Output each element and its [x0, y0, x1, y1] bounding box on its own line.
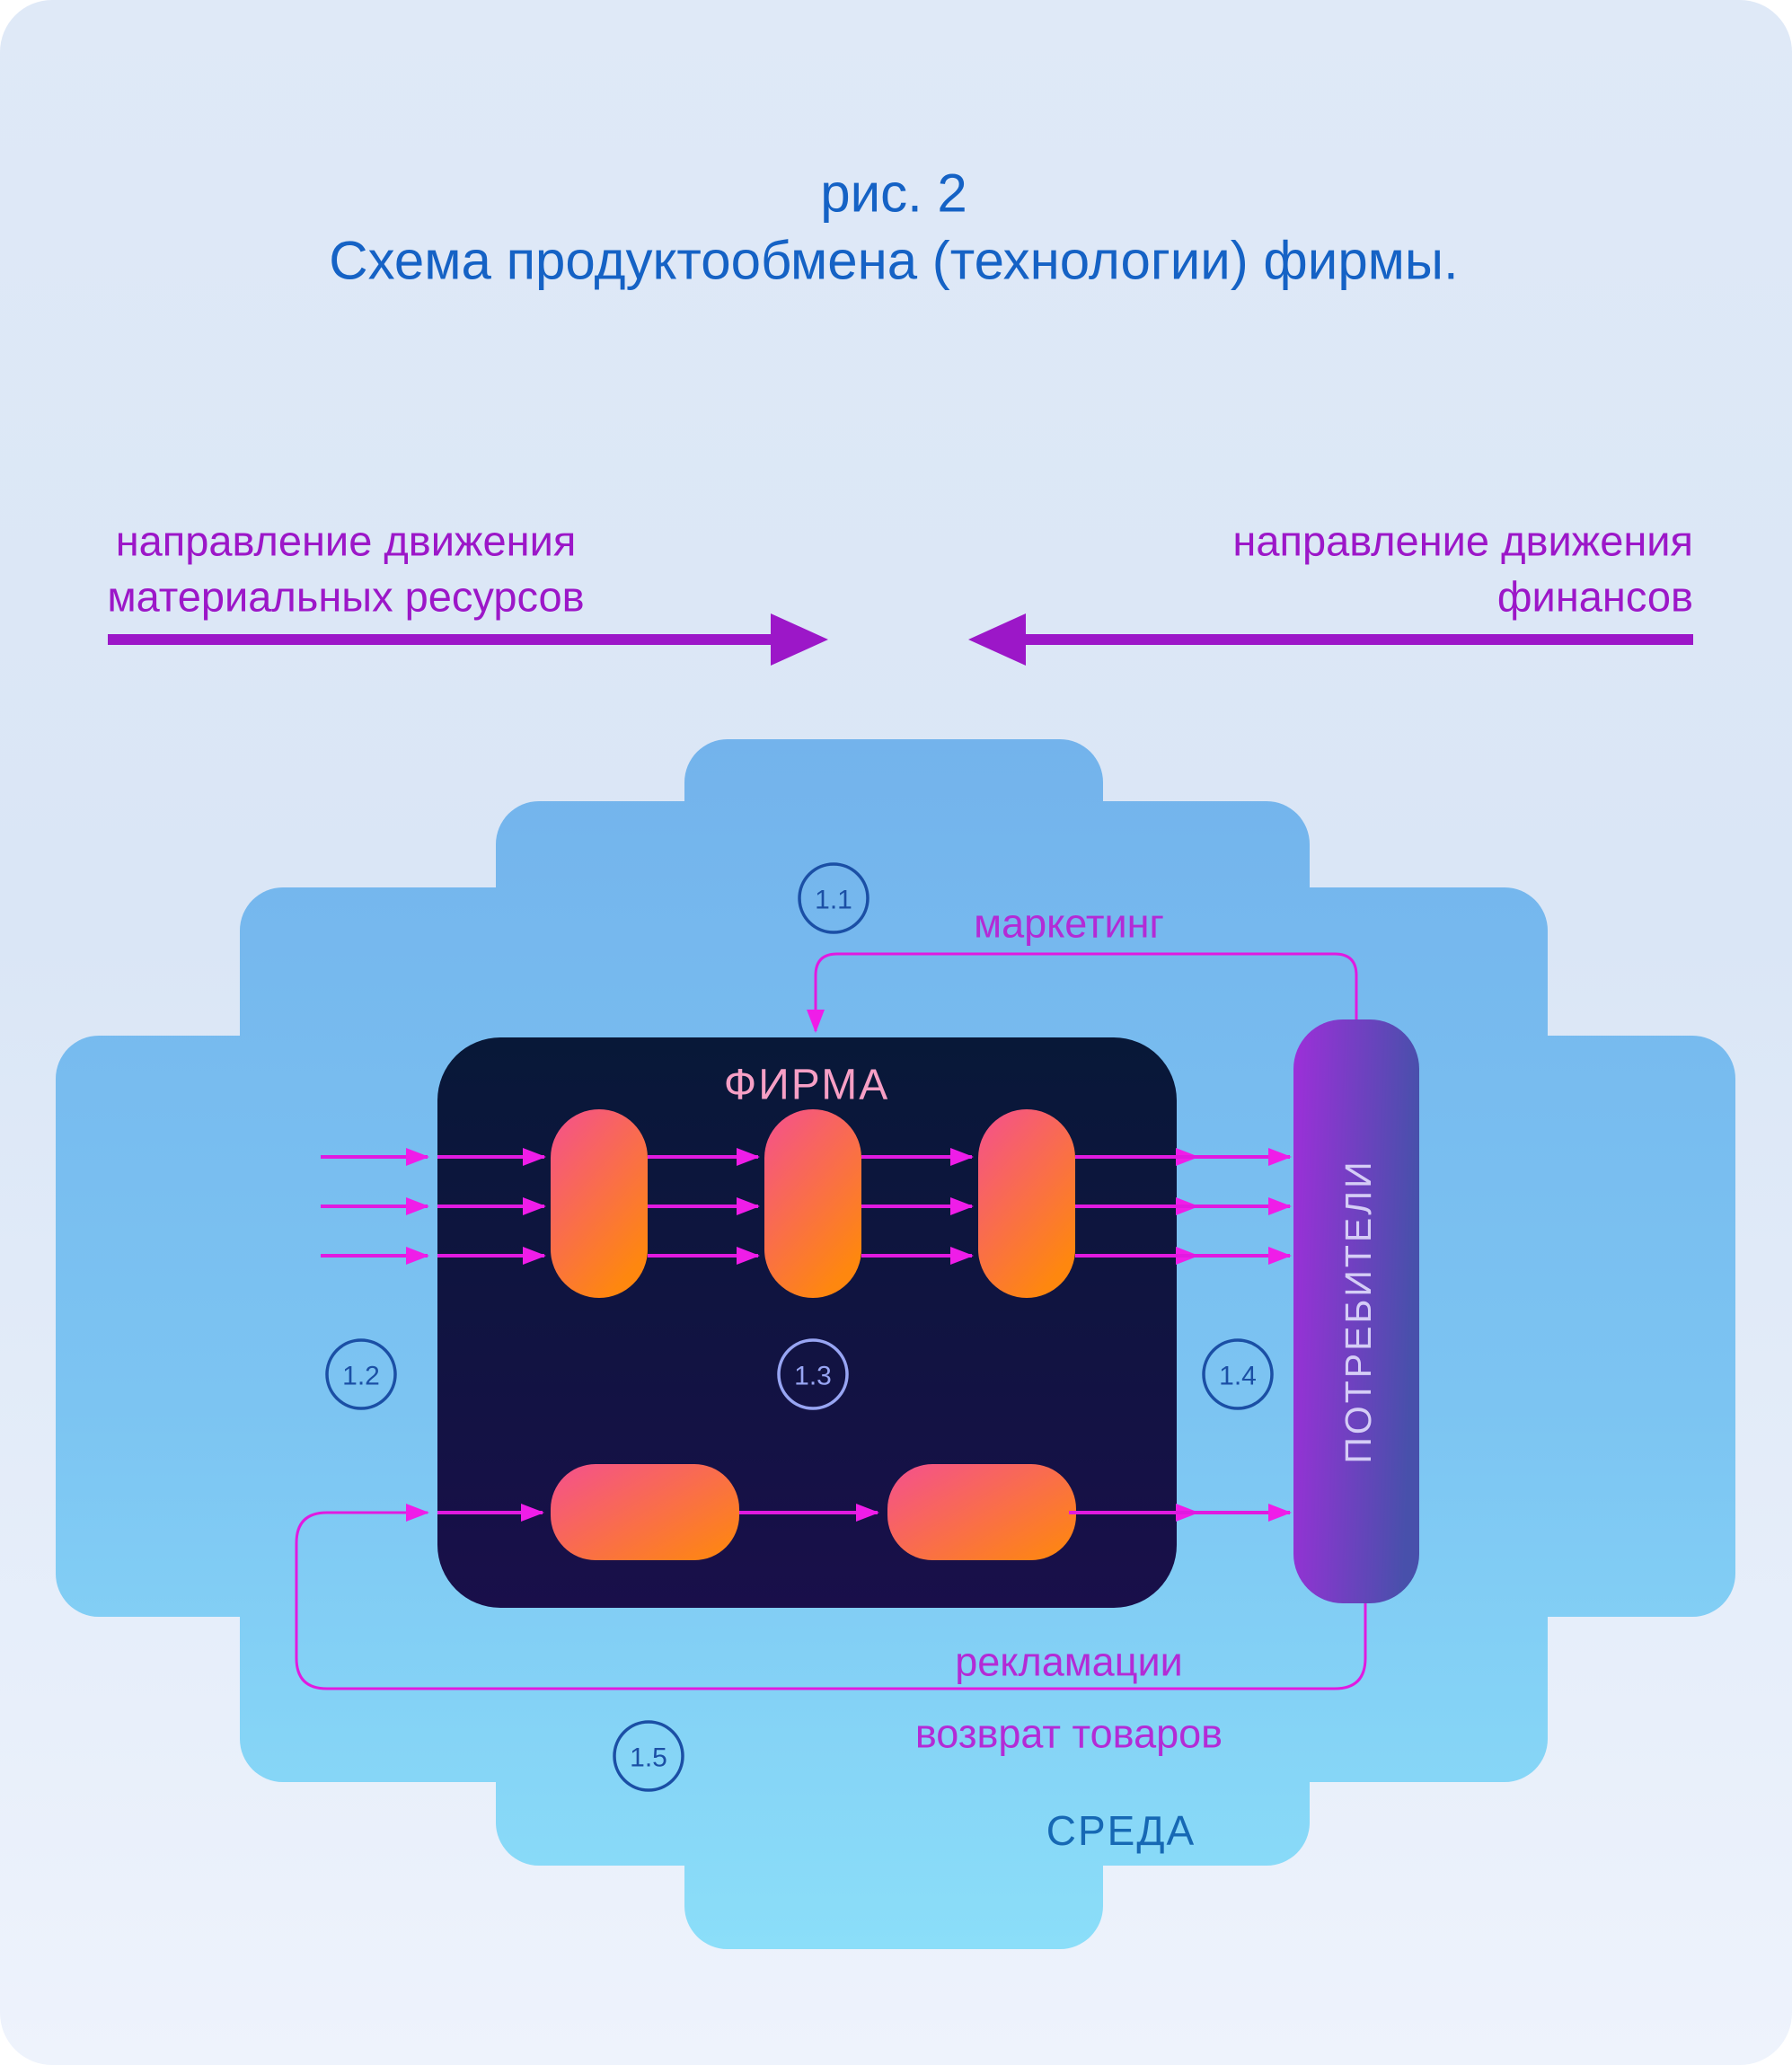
legend-material-flow: направление движения материальных ресурс… — [107, 517, 828, 666]
consumers-label: ПОТРЕБИТЕЛИ — [1337, 1159, 1379, 1463]
node-1-2: 1.2 — [325, 1338, 397, 1410]
node-circle — [613, 1720, 684, 1792]
node-number: 1.1 — [815, 886, 852, 915]
node-number: 1.3 — [794, 1362, 832, 1391]
process-capsule — [978, 1109, 1075, 1298]
process-capsule — [551, 1464, 739, 1560]
legend-material-line1: направление движения — [116, 517, 577, 565]
marketing-loop: маркетинг — [807, 901, 1358, 1033]
marketing-label: маркетинг — [974, 901, 1164, 947]
returns-loop: рекламации возврат товаров — [295, 1504, 1367, 1757]
figure-caption: рис. 2 — [820, 163, 967, 224]
page-title: Схема продуктообмена (технологии) фирмы. — [329, 231, 1458, 291]
process-capsule — [887, 1464, 1076, 1560]
arrow-left-icon — [968, 613, 1693, 666]
node-circle — [777, 1338, 849, 1410]
legend-finance-flow: направление движения финансов — [968, 517, 1693, 666]
legend-material-line2: материальных ресурсов — [107, 573, 584, 621]
node-1-1: 1.1 — [798, 862, 870, 934]
arrow-right-icon — [108, 613, 828, 666]
node-1-4: 1.4 — [1202, 1338, 1274, 1410]
returns-label: возврат товаров — [915, 1711, 1223, 1757]
node-1-3: 1.3 — [777, 1338, 849, 1410]
legend-finance-line1: направление движения — [1232, 517, 1693, 565]
process-capsules-top — [551, 1109, 1075, 1298]
node-number: 1.2 — [342, 1362, 380, 1391]
node-1-5: 1.5 — [613, 1720, 684, 1792]
node-number: 1.4 — [1219, 1362, 1257, 1391]
legend-finance-line2: финансов — [1497, 573, 1693, 621]
node-circle — [325, 1338, 397, 1410]
reclamations-label: рекламации — [955, 1639, 1183, 1685]
node-circle — [798, 862, 870, 934]
node-circle — [1202, 1338, 1274, 1410]
environment-label: СРЕДА — [1046, 1807, 1196, 1854]
consumers-box — [1293, 1019, 1419, 1603]
process-capsule — [764, 1109, 861, 1298]
process-capsule — [551, 1109, 648, 1298]
firm-label: ФИРМА — [724, 1062, 889, 1109]
node-number: 1.5 — [630, 1743, 667, 1773]
process-capsules-bottom — [551, 1464, 1076, 1560]
material-flow-lines — [321, 1148, 1292, 1522]
